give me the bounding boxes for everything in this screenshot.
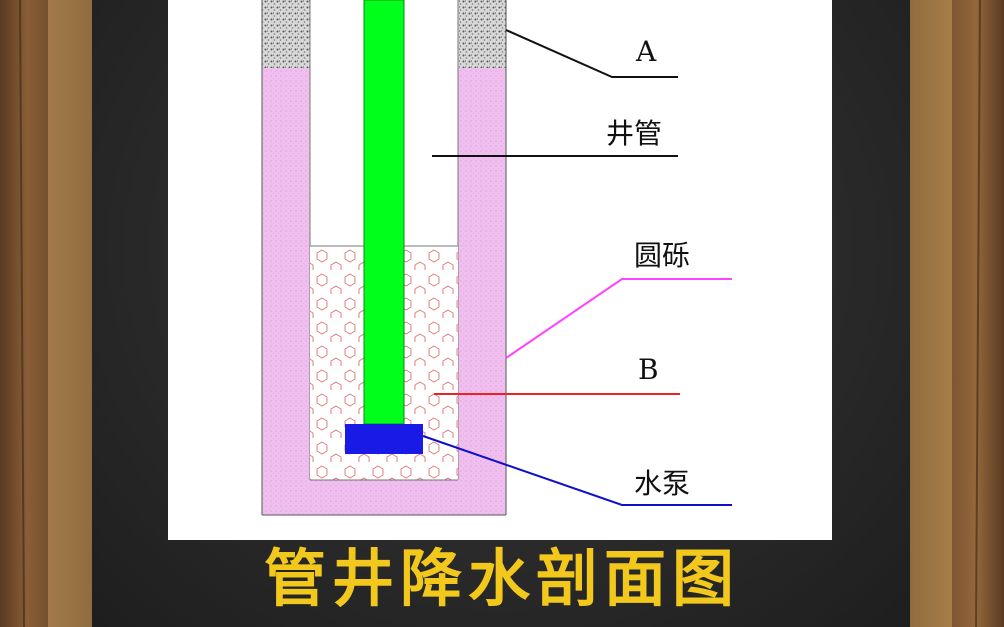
label-round-gravel: 圆砾 xyxy=(634,239,691,272)
diagram-title: 管井降水剖面图 xyxy=(263,542,740,615)
label-b: B xyxy=(638,353,659,386)
top-layer-right xyxy=(458,0,506,68)
soil-right xyxy=(458,68,506,515)
soil-bottom xyxy=(310,480,458,515)
leader-pump xyxy=(422,435,732,506)
soil-left xyxy=(262,68,310,515)
well-pipe xyxy=(363,0,405,425)
water-pump xyxy=(345,424,423,454)
label-pump: 水泵 xyxy=(634,467,691,500)
top-layer-left xyxy=(262,0,310,68)
leader-a xyxy=(505,29,678,78)
leader-gravel xyxy=(505,278,732,359)
label-a: A xyxy=(636,35,657,68)
label-well-pipe: 井管 xyxy=(606,117,663,150)
